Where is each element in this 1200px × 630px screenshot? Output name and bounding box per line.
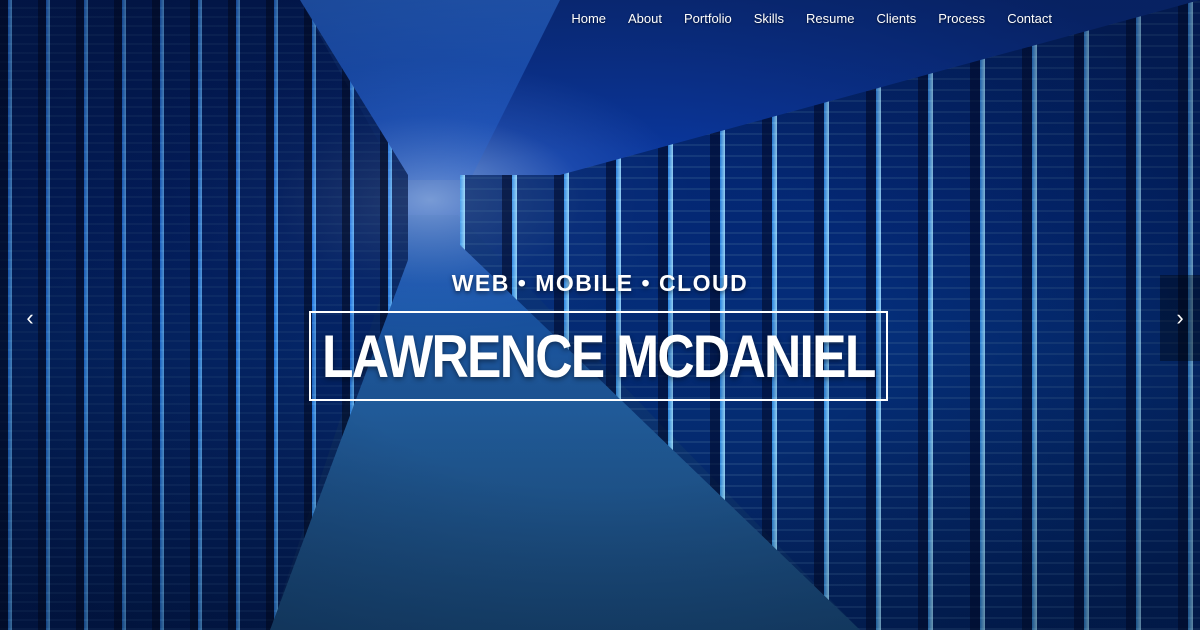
nav-link-about[interactable]: About (628, 11, 662, 26)
hero-title: LAWRENCE MCDANIEL (322, 322, 876, 390)
main-nav: Home About Portfolio Skills Resume Clien… (571, 10, 1052, 28)
nav-link-resume[interactable]: Resume (806, 11, 855, 26)
nav-link-home[interactable]: Home (571, 11, 607, 26)
chevron-right-icon: › (1176, 305, 1184, 330)
nav-item-resume: Resume (806, 10, 854, 28)
nav-item-portfolio: Portfolio (684, 10, 732, 28)
nav-item-home: Home (571, 10, 606, 28)
nav-item-clients: Clients (876, 10, 916, 28)
hero-title-box: LAWRENCE MCDANIEL (309, 311, 888, 401)
nav-item-process: Process (938, 10, 985, 28)
nav-item-contact: Contact (1007, 10, 1052, 28)
hero-tagline: WEB • MOBILE • CLOUD (451, 270, 749, 296)
nav-link-portfolio[interactable]: Portfolio (684, 11, 732, 26)
nav-link-skills[interactable]: Skills (753, 11, 785, 26)
carousel-next-button[interactable]: › (1160, 275, 1200, 361)
nav-link-process[interactable]: Process (938, 11, 986, 26)
nav-link-clients[interactable]: Clients (876, 11, 917, 26)
nav-item-skills: Skills (754, 10, 784, 28)
nav-item-about: About (628, 10, 662, 28)
chevron-left-icon: ‹ (26, 305, 34, 330)
carousel-prev-button[interactable]: ‹ (10, 275, 50, 361)
nav-link-contact[interactable]: Contact (1007, 11, 1052, 26)
